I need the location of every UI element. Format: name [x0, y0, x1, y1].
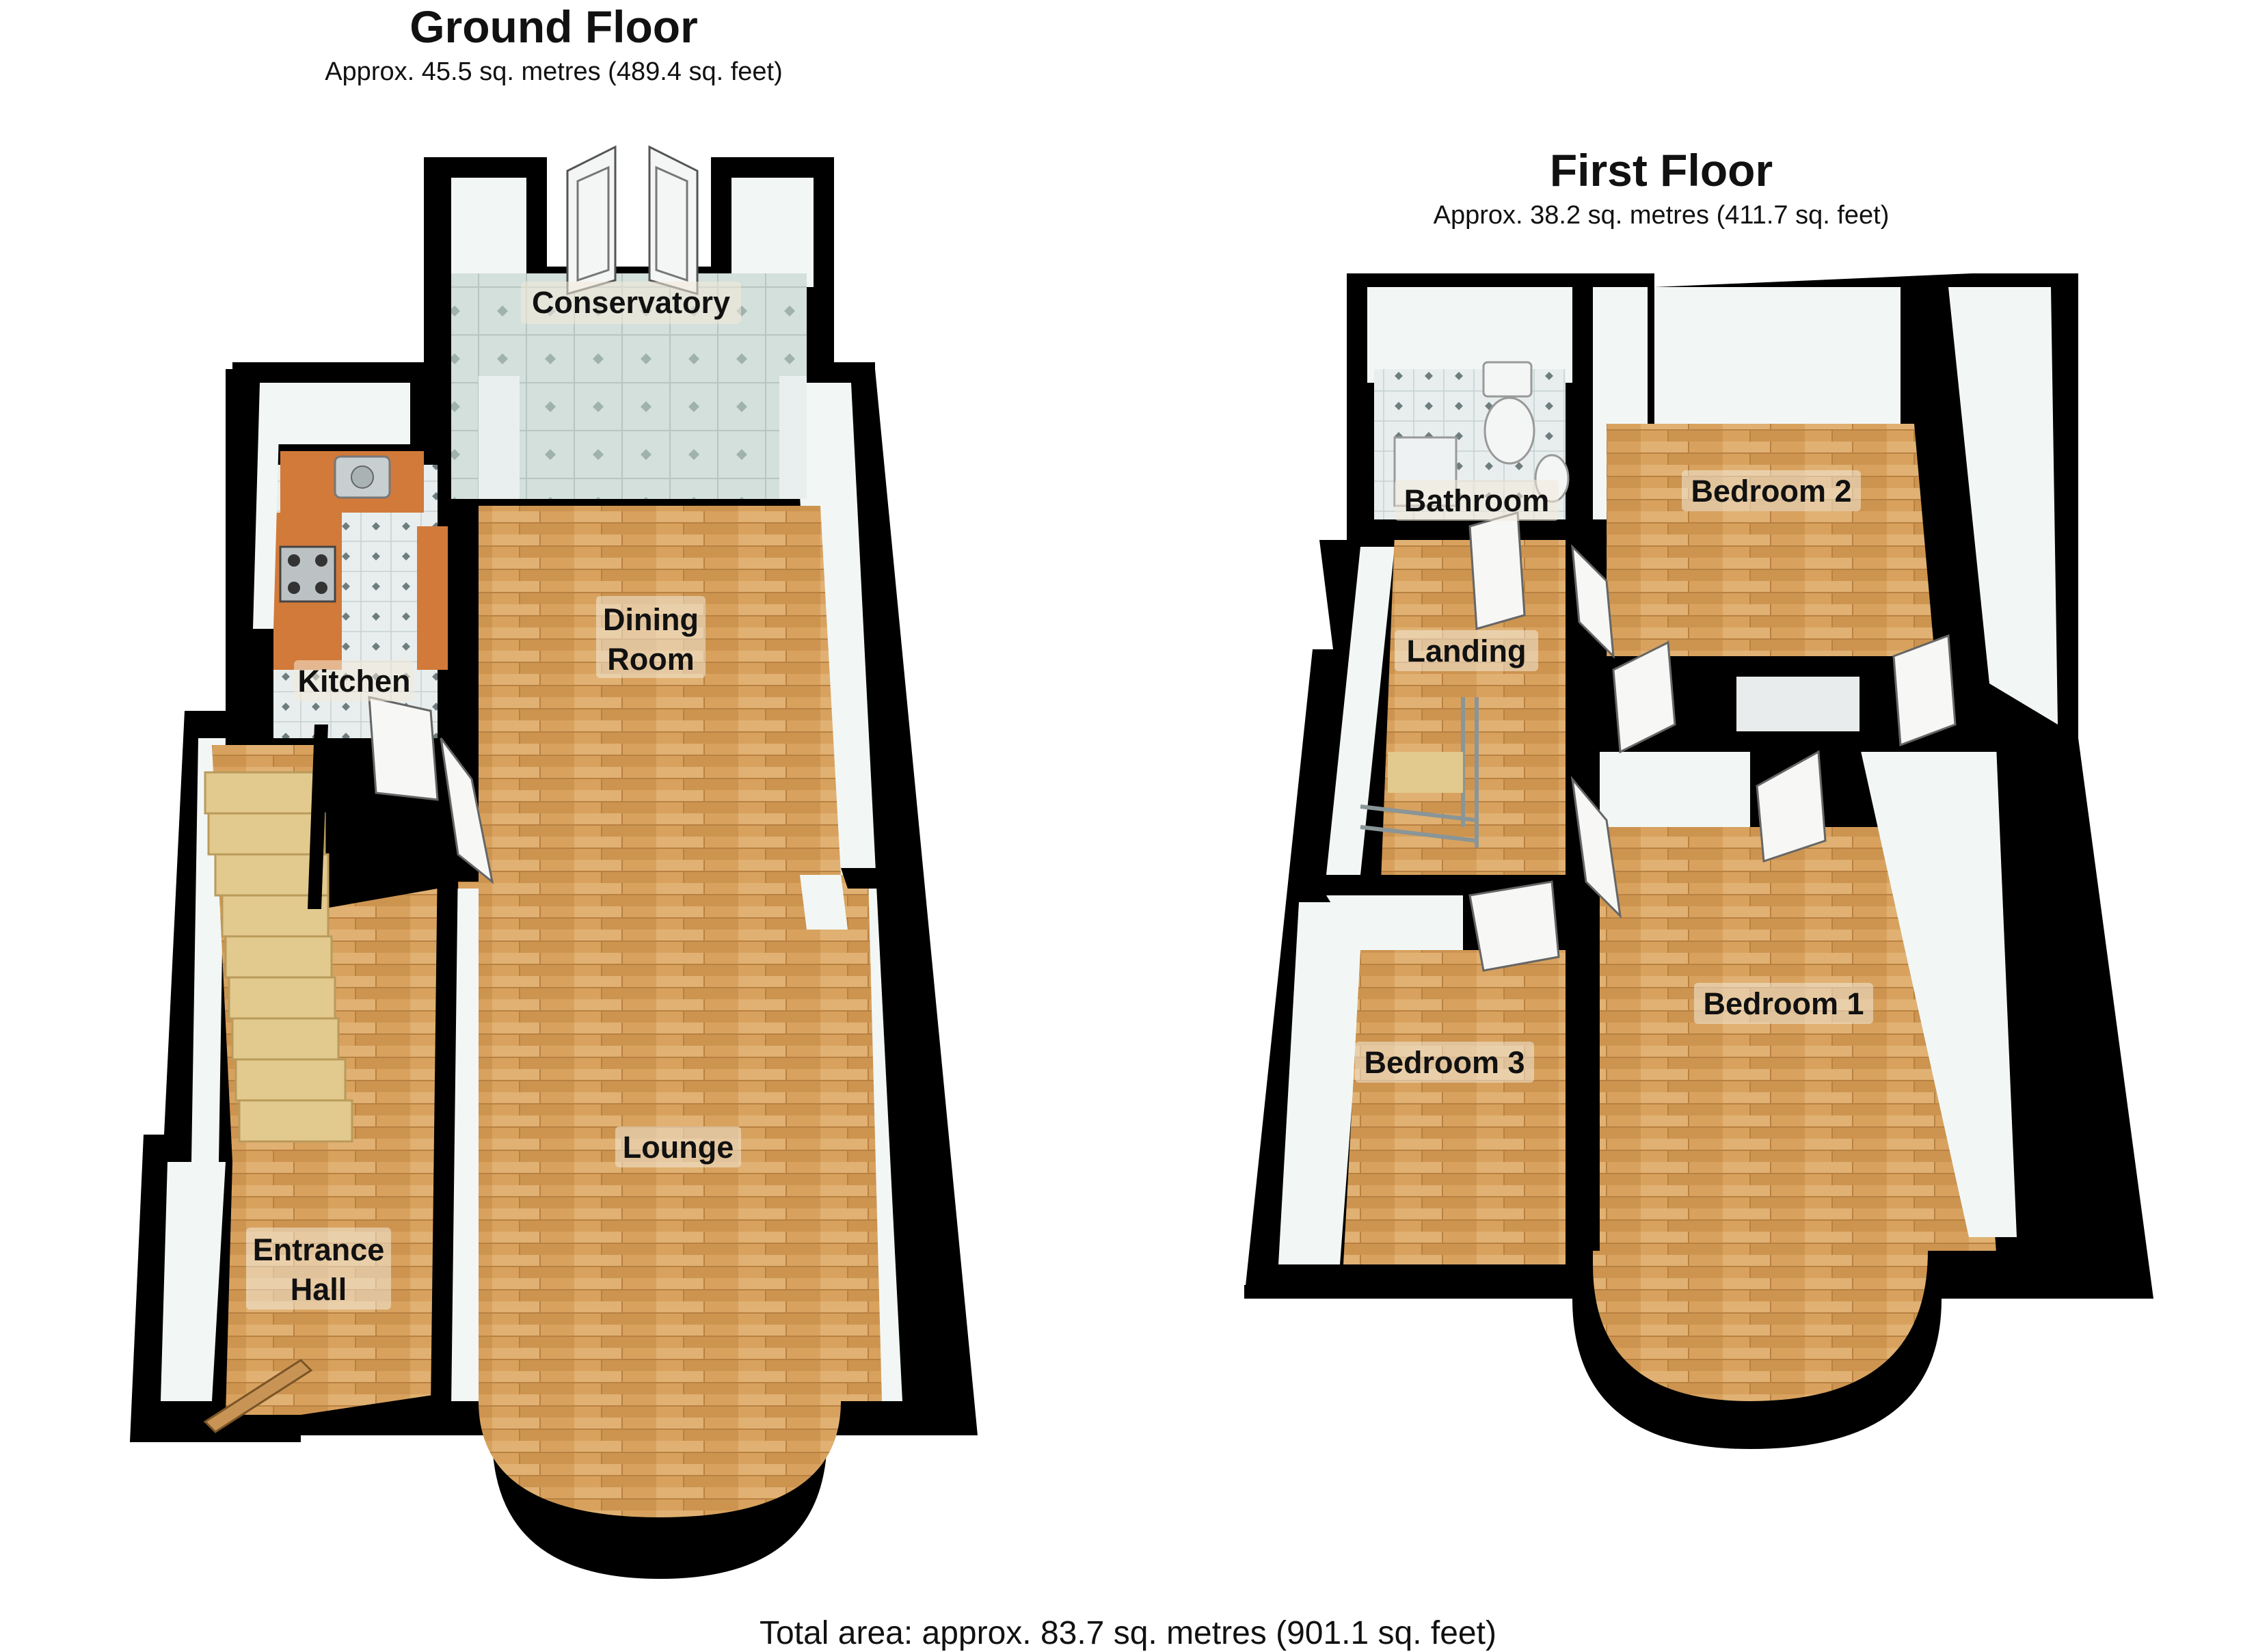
first-floor-area: Approx. 38.2 sq. metres (411.7 sq. feet) — [1433, 201, 1890, 230]
bedroom-2-label: Bedroom 2 — [1691, 474, 1851, 509]
bedroom-2-floor — [1607, 424, 1935, 656]
first-floor-heading: First Floor Approx. 38.2 sq. metres (411… — [1360, 148, 1962, 230]
dining-room-label-line2: Room — [607, 642, 695, 677]
ground-floor-heading: Ground Floor Approx. 45.5 sq. metres (48… — [260, 4, 848, 87]
landing-stair-balustrade — [1360, 697, 1479, 848]
landing-floor — [1381, 533, 1579, 882]
bedroom-1-door-2 — [1570, 776, 1622, 919]
bedroom-2-door — [1571, 544, 1615, 659]
lounge-door — [440, 737, 494, 884]
bathroom-label: Bathroom — [1404, 483, 1550, 518]
bedroom-1-door — [1756, 750, 1827, 863]
conservatory-label: Conservatory — [532, 285, 730, 320]
bedroom-1-label: Bedroom 1 — [1703, 986, 1864, 1021]
bedroom-3-floor — [1343, 950, 1566, 1264]
lounge-label: Lounge — [623, 1130, 734, 1165]
bedroom-3-label: Bedroom 3 — [1364, 1045, 1525, 1080]
front-door — [203, 1359, 313, 1433]
first-floor-plan: Bathroom Bedroom 2 Landing Bedroom 3 Bed… — [1244, 273, 2153, 1449]
kitchen-door — [368, 696, 439, 801]
kitchen-label: Kitchen — [297, 664, 410, 699]
entrance-hall-label-line2: Hall — [291, 1272, 347, 1307]
ground-floor-area: Approx. 45.5 sq. metres (489.4 sq. feet) — [325, 57, 783, 86]
bathroom-door — [1468, 511, 1526, 630]
total-area: Total area: approx. 83.7 sq. metres (901… — [760, 1615, 1496, 1651]
dining-lounge-floor — [458, 506, 882, 1517]
ground-floor-title: Ground Floor — [409, 1, 698, 52]
entrance-hall-label-line1: Entrance — [253, 1232, 385, 1267]
bedroom-3-door — [1468, 880, 1560, 972]
kitchen-worktops — [273, 451, 448, 670]
cupboard-door-left — [1612, 640, 1676, 754]
first-floor-title: First Floor — [1549, 145, 1773, 195]
bedroom-1-floor — [1593, 827, 1996, 1401]
ground-floor-plan: Conservatory Dining Room Kitchen Lounge … — [130, 145, 978, 1579]
landing-label: Landing — [1407, 634, 1527, 668]
dining-room-label-line1: Dining — [603, 602, 699, 637]
conservatory-french-doors — [566, 145, 699, 295]
cupboard-door-right — [1892, 634, 1957, 747]
